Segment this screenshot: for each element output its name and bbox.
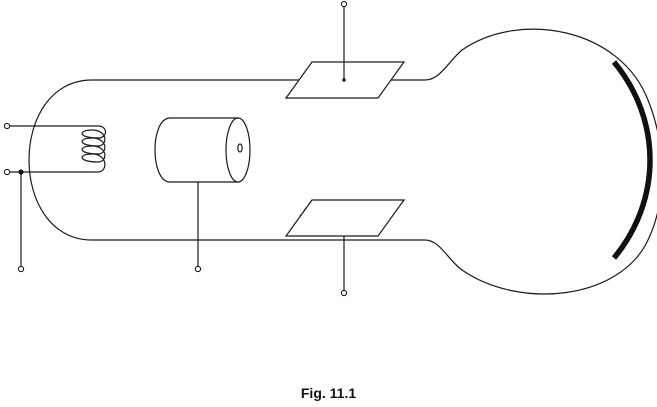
anode-cylinder-end xyxy=(225,117,251,183)
heater-coil xyxy=(81,125,107,173)
upper-plate-contact-dot xyxy=(342,78,346,82)
fluorescent-screen xyxy=(611,60,653,260)
cathode-terminal xyxy=(17,265,25,273)
figure-caption: Fig. 11.1 xyxy=(300,385,357,401)
lower-plate-terminal xyxy=(340,289,348,297)
lower-deflection-plate xyxy=(284,199,406,237)
anode-aperture xyxy=(237,143,243,153)
anode-cylinder-body xyxy=(154,117,239,183)
tube-envelope xyxy=(28,28,657,295)
cathode-junction-dot xyxy=(18,169,24,175)
heater-terminal-top xyxy=(3,122,11,130)
upper-plate-terminal xyxy=(340,0,348,8)
anode-terminal xyxy=(194,265,202,273)
heater-terminal-bottom xyxy=(3,168,11,176)
